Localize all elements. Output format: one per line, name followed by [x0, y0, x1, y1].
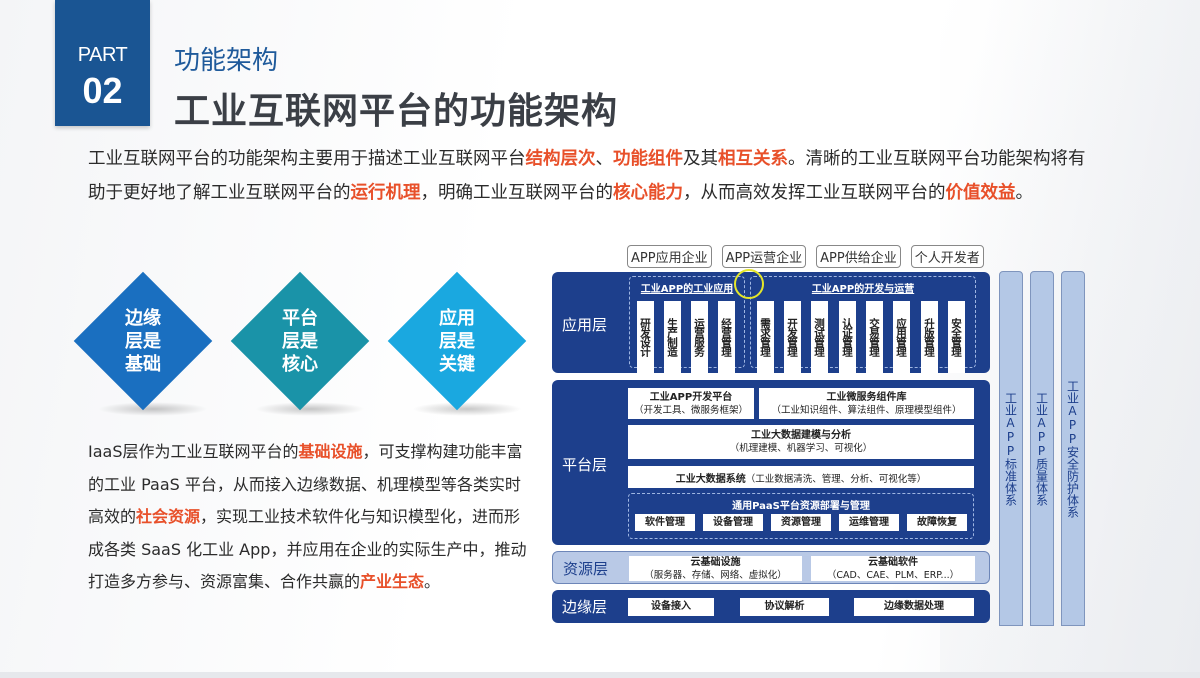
highlight-term: 功能组件	[613, 149, 683, 169]
highlight-term: 核心能力	[613, 183, 683, 203]
highlight-term: 运行机理	[350, 183, 421, 203]
edge-layer: 边缘层 设备接入 协议解析 边缘数据处理	[552, 590, 990, 623]
part-number: 02	[82, 70, 123, 111]
cloud-software-box: 云基础软件 （CAD、CAE、PLM、ERP...）	[811, 556, 975, 581]
app-dev-ops-group: 工业APP的开发与运营 需求管理 开发管理 测试管理 认证管理 交易管理 应用管…	[750, 276, 976, 373]
architecture-diagram: APP应用企业 APP运营企业 APP供给企业 个人开发者 应用层 工业APP的…	[550, 243, 1085, 626]
highlight-term: 相互关系	[718, 149, 788, 169]
bigdata-system-box: 工业大数据系统（工业数据清洗、管理、分析、可视化等）	[628, 466, 974, 488]
paas-management-group: 通用PaaS平台资源部署与管理 软件管理 设备管理 资源管理 运维管理 故障恢复	[628, 493, 974, 539]
app-dev-platform-box: 工业APP开发平台 （开发工具、微服务框架）	[628, 388, 754, 419]
highlight-term: 价值效益	[945, 183, 1016, 203]
layer-label: 边缘层	[562, 598, 608, 616]
highlight-term: 基础设施	[298, 442, 363, 461]
intro-paragraph: 工业互联网平台的功能架构主要用于描述工业互联网平台结构层次、功能组件及其相互关系…	[88, 149, 1086, 203]
diamond-application: 应用 层是 关键	[387, 271, 527, 416]
page-title: 工业互联网平台的功能架构	[174, 91, 619, 132]
bigdata-modeling-box: 工业大数据建模与分析 （机理建模、机器学习、可视化）	[628, 425, 974, 459]
highlight-term: 结构层次	[525, 149, 596, 169]
platform-layer: 平台层 工业APP开发平台 （开发工具、微服务框架） 工业微服务组件库 （工业知…	[552, 380, 990, 545]
part-badge: PART 02	[55, 0, 150, 126]
stakeholder-tag: 个人开发者	[910, 245, 984, 268]
cycle-ring-icon	[734, 269, 764, 299]
section-subtitle: 功能架构	[174, 46, 279, 76]
app-usage-group: 工业APP的工业应用 研发设计 生产制造 运营服务 经营管理	[629, 276, 745, 373]
bottom-bar	[0, 672, 1200, 678]
microservice-library-box: 工业微服务组件库 （工业知识组件、算法组件、原理模型组件）	[759, 388, 974, 419]
stakeholder-tag: APP应用企业	[627, 245, 712, 268]
stakeholder-tag: APP供给企业	[816, 245, 901, 268]
highlight-term: 社会资源	[136, 507, 201, 526]
highlight-term: 产业生态	[360, 572, 425, 591]
edge-item: 设备接入	[628, 598, 714, 616]
edge-item: 协议解析	[740, 598, 829, 616]
stakeholder-tag: APP运营企业	[721, 245, 807, 268]
layer-label: 资源层	[563, 560, 609, 578]
diamond-platform: 平台 层是 核心	[230, 271, 370, 416]
layer-label: 应用层	[562, 316, 608, 334]
standard-system-column: 工业APP标准体系	[999, 271, 1023, 626]
iaas-paragraph: IaaS层作为工业互联网平台的基础设施，可支撑构建功能丰富的工业 PaaS 平台…	[88, 442, 527, 591]
application-layer: 应用层 工业APP的工业应用 研发设计 生产制造 运营服务 经营管理 工业APP…	[552, 269, 990, 373]
part-label: PART	[77, 44, 128, 66]
layer-label: 平台层	[562, 456, 608, 474]
diamond-edge: 边缘 层是 基础	[73, 271, 213, 416]
quality-system-column: 工业APP质量体系	[1030, 271, 1054, 626]
security-system-column: 工业APP安全防护体系	[1061, 271, 1085, 626]
edge-item: 边缘数据处理	[854, 598, 974, 616]
stakeholder-row: APP应用企业 APP运营企业 APP供给企业 个人开发者	[627, 245, 984, 268]
resource-layer: 资源层 云基础设施 （服务器、存储、网络、虚拟化） 云基础软件 （CAD、CAE…	[552, 551, 990, 584]
cloud-infra-box: 云基础设施 （服务器、存储、网络、虚拟化）	[629, 556, 802, 581]
